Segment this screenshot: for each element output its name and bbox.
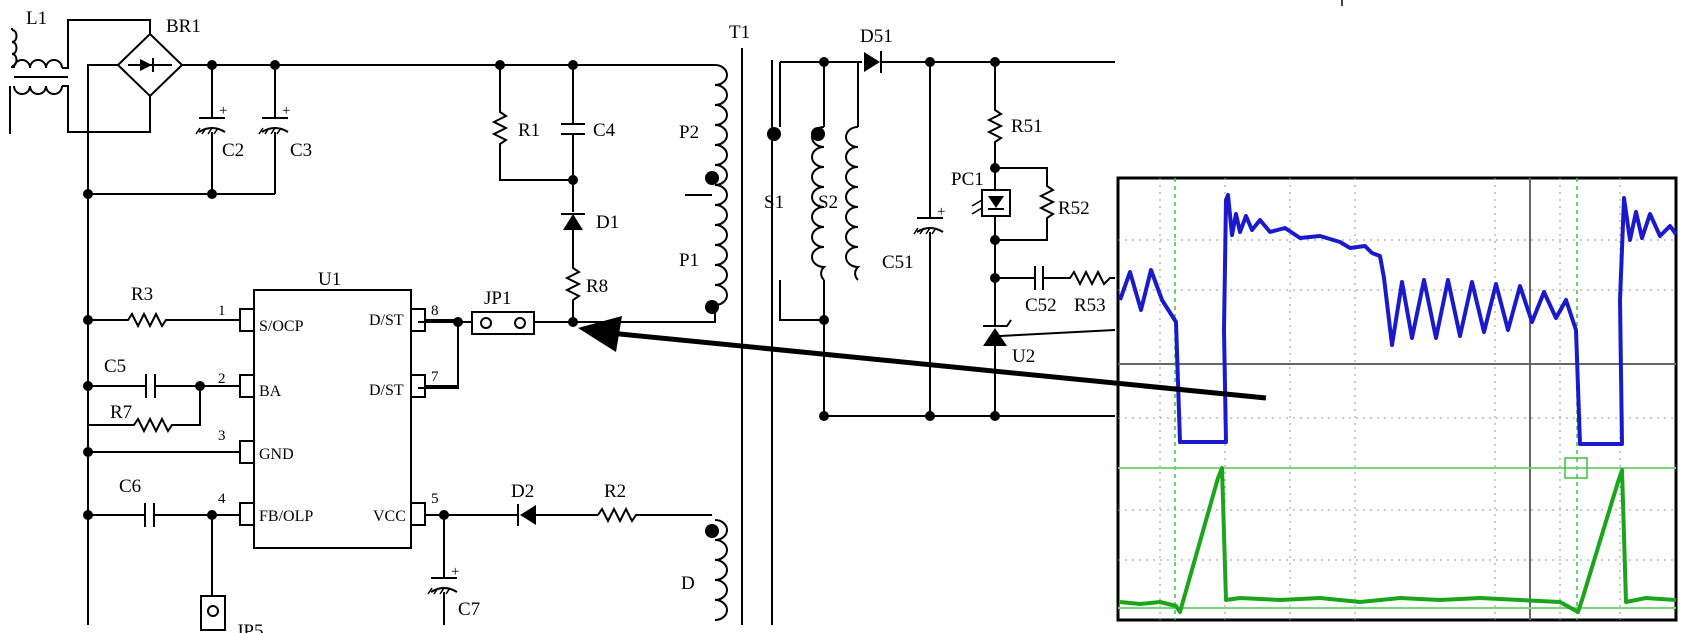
primary-ground-rail [87, 64, 118, 625]
p2-label: P2 [679, 122, 699, 143]
pin-num-8: 8 [431, 303, 439, 319]
capacitor-c2: + C2 [195, 65, 244, 194]
svg-text:+: + [282, 103, 290, 119]
capacitor-c6: C6 [88, 476, 240, 527]
u2-label: U2 [1012, 346, 1035, 367]
diode-d51: D51 [860, 26, 893, 73]
jumper-jp5: JP5 [200, 515, 263, 633]
s1-label: S1 [764, 192, 784, 213]
drain-voltage-trace [1118, 193, 1678, 446]
shunt-regulator-u2: U2 [983, 278, 1116, 416]
d-label: D [681, 573, 695, 594]
transformer-t1: T1 P2 P1 S1 S2 [679, 22, 861, 625]
jumper-jp1: JP1 [471, 288, 535, 335]
l1-label: L1 [26, 8, 47, 29]
controller-ic-u1: U1 S/OCP BA GND FB/OLP D/ST D/ST VCC 1 2… [218, 269, 460, 549]
diode-d1: D1 [561, 180, 619, 262]
resistor-r8: R8 [564, 262, 608, 322]
pin-d-st-8: D/ST [369, 312, 404, 329]
r53-label: R53 [1074, 295, 1106, 316]
diode-d2: D2 [460, 481, 598, 526]
pin-num-7: 7 [431, 369, 439, 385]
c52-label: C52 [1025, 295, 1057, 316]
jp1-label: JP1 [484, 288, 511, 309]
p1-label: P1 [679, 250, 699, 271]
br1-label: BR1 [166, 16, 201, 37]
capacitor-c5: C5 [88, 356, 240, 398]
pin-num-4: 4 [218, 491, 226, 507]
resistor-r51: R51 [986, 62, 1043, 168]
capacitor-c7: + C7 [427, 515, 480, 625]
pin-num-2: 2 [218, 371, 226, 387]
r2-label: R2 [604, 481, 626, 502]
r7-label: R7 [110, 402, 132, 423]
oscilloscope-inset [1116, 176, 1678, 622]
t1-label: T1 [729, 22, 750, 43]
c3-label: C3 [290, 140, 312, 161]
r51-label: R51 [1011, 116, 1043, 137]
capacitor-c51: + C51 [882, 62, 945, 416]
junction-dots [83, 57, 1000, 520]
r52-label: R52 [1058, 198, 1090, 219]
input-transformer-l1: L1 [9, 8, 151, 134]
c51-label: C51 [882, 252, 914, 273]
pin-s-ocp: S/OCP [259, 318, 304, 335]
capacitor-c3: + C3 [258, 65, 312, 194]
d51-label: D51 [860, 26, 893, 47]
pin-gnd: GND [259, 446, 294, 463]
r1-label: R1 [518, 120, 540, 141]
svg-text:+: + [219, 103, 227, 119]
c6-label: C6 [119, 476, 141, 497]
pin-num-3: 3 [218, 428, 226, 444]
pin-ba: BA [259, 383, 282, 400]
svg-text:+: + [451, 564, 459, 580]
r8-label: R8 [586, 276, 608, 297]
capacitor-c52-r53: C52 R53 [995, 266, 1115, 316]
resistor-r7: R7 [87, 386, 201, 434]
drain-current-trace [1119, 466, 1677, 614]
c2-label: C2 [222, 140, 244, 161]
pin-vcc: VCC [373, 508, 406, 525]
c4-label: C4 [593, 120, 616, 141]
pc1-label: PC1 [951, 169, 984, 190]
u1-label: U1 [318, 269, 341, 290]
optocoupler-pc1: PC1 R52 [951, 167, 1090, 278]
d2-label: D2 [511, 481, 534, 502]
resistor-r3: R3 [88, 284, 240, 329]
callout-arrow [578, 316, 1267, 401]
pin-num-5: 5 [431, 491, 439, 507]
r3-label: R3 [131, 284, 153, 305]
s2-label: S2 [818, 192, 838, 213]
auxiliary-winding-d: D [681, 519, 728, 621]
pin-d-st-7: D/ST [369, 382, 404, 399]
c5-label: C5 [104, 356, 126, 377]
resistor-r2: R2 [597, 481, 712, 524]
bridge-rectifier-br1: BR1 [116, 16, 201, 98]
svg-text:+: + [937, 204, 945, 220]
d1-label: D1 [596, 212, 619, 233]
pin-num-1: 1 [218, 303, 226, 319]
pin-fb-olp: FB/OLP [259, 508, 313, 525]
jp5-label: JP5 [236, 621, 263, 633]
c7-label: C7 [458, 599, 480, 620]
capacitor-c4: C4 [561, 65, 616, 180]
resistor-r1: R1 [491, 65, 573, 181]
